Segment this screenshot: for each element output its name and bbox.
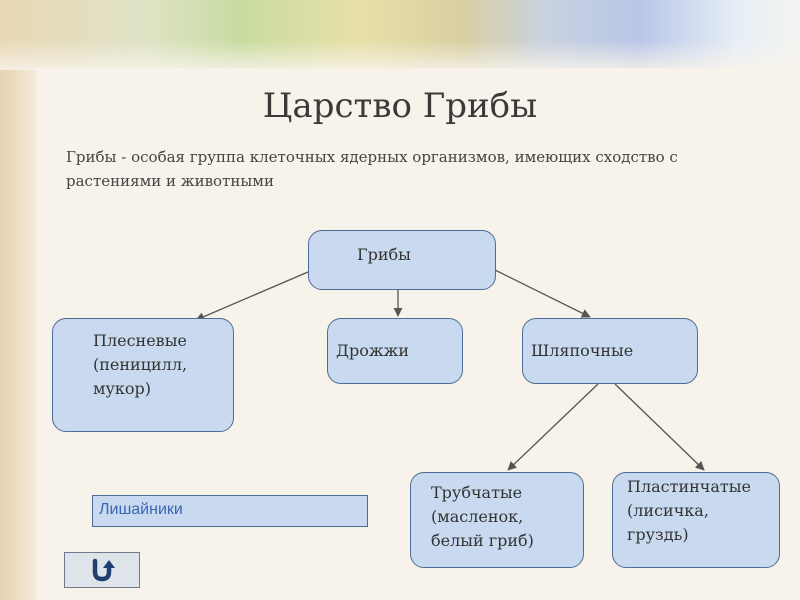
- node-cap-mushrooms: Шляпочные: [522, 318, 698, 384]
- connector-root-to-mold: [195, 271, 309, 321]
- node-lamellar-line-1: Пластинчатые: [627, 477, 751, 496]
- connector-root-to-cap: [494, 269, 591, 318]
- node-mold-line-3: мукор): [93, 379, 151, 398]
- node-mold-line-1: Плесневые: [93, 331, 187, 350]
- node-cap-label: Шляпочные: [531, 341, 634, 360]
- return-button[interactable]: [64, 552, 140, 588]
- return-arrow-icon: [92, 558, 115, 582]
- connector-cap-to-tubular: [507, 383, 599, 471]
- connector-cap-to-lamellar: [614, 383, 705, 471]
- node-yeast: Дрожжи: [327, 318, 463, 384]
- node-lamellar-line-2: (лисичка,: [627, 501, 709, 520]
- slide-title: Царство Грибы: [262, 86, 538, 126]
- node-tubular-line-1: Трубчатые: [431, 483, 523, 502]
- banner-fade: [0, 40, 800, 70]
- node-root-fungi: Грибы: [308, 230, 496, 290]
- node-mold-fungi: Плесневые (пеницилл, мукор): [52, 318, 234, 432]
- slide-subtitle: Грибы - особая группа клеточных ядерных …: [66, 148, 678, 190]
- decorative-left-strip: [0, 0, 36, 600]
- lichen-link-label: Лишайники: [99, 501, 183, 518]
- node-lamellar-line-3: груздь): [627, 525, 689, 544]
- node-lamellar: Пластинчатые (лисичка, груздь): [612, 472, 780, 568]
- node-tubular-line-2: (масленок,: [431, 507, 524, 526]
- node-yeast-label: Дрожжи: [336, 341, 409, 360]
- node-mold-line-2: (пеницилл,: [93, 355, 188, 374]
- node-tubular-line-3: белый гриб): [431, 531, 534, 550]
- node-root-label: Грибы: [357, 245, 411, 264]
- lichen-link-button[interactable]: Лишайники: [92, 495, 368, 527]
- node-tubular: Трубчатые (масленок, белый гриб): [410, 472, 584, 568]
